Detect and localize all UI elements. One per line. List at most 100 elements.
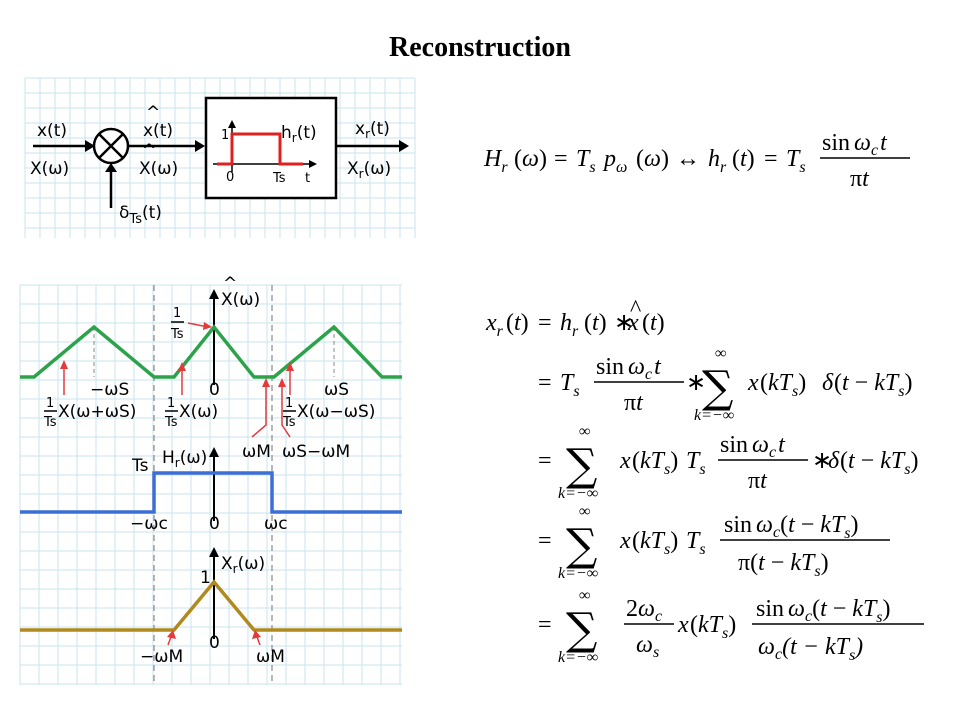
svg-text:∞: ∞ [579, 503, 590, 520]
ann-mid-one: 1 [167, 396, 175, 411]
delta-Ts-label: δTs(t) [119, 203, 162, 227]
svg-text:δ: δ [822, 370, 834, 396]
svg-text:=: = [554, 146, 568, 172]
svg-text:∑: ∑ [566, 440, 597, 491]
ann-mid-arrowhead [178, 362, 186, 371]
svg-text:=: = [538, 528, 552, 554]
svg-text:Ts: Ts [786, 146, 806, 176]
svg-text:=: = [538, 370, 552, 396]
ann-mid-label: X(ω) [179, 402, 218, 422]
xr-y-axis-arrow [209, 547, 219, 557]
svg-text:(kTs): (kTs) [760, 370, 806, 400]
ann-right-Ts: Ts [282, 415, 296, 430]
svg-text:↔: ↔ [676, 146, 700, 172]
svg-text:(t): (t) [642, 310, 665, 336]
output-arrowhead [399, 140, 409, 152]
ws-label: ωS [324, 380, 349, 400]
out-zero-label: 0 [209, 633, 220, 653]
svg-text:x: x [627, 310, 639, 336]
xhat-t-label: x(t) [143, 121, 173, 141]
svg-text:(t): (t) [732, 146, 755, 172]
hr-pulse [217, 132, 303, 166]
block-diagram: 1 0 Ts t hr(t) x(t) X(ω) x(t) ^ X(ω) ^ δ… [24, 77, 416, 238]
ws-wM-label: ωS−ωM [282, 442, 350, 462]
svg-text:xr: xr [485, 310, 504, 340]
svg-text:ωc(t − kTs): ωc(t − kTs) [758, 634, 863, 664]
neg-ws-label: −ωS [90, 380, 129, 400]
svg-text:πt: πt [624, 390, 644, 416]
svg-text:=: = [538, 310, 552, 336]
ann-mid-Ts: Ts [164, 415, 178, 430]
svg-text:(kTs): (kTs) [632, 528, 678, 558]
svg-text:k=−∞: k=−∞ [558, 485, 598, 502]
svg-text:∗: ∗ [812, 448, 832, 474]
svg-text:∗: ∗ [614, 310, 634, 336]
out-neg-wM-arrowhead [167, 630, 176, 639]
xr-t-label: xr(t) [355, 119, 390, 141]
filter-Ts-label: Ts [131, 456, 149, 476]
Xhat-w-label: X(ω) [139, 159, 178, 179]
svg-text:ωs: ωs [636, 632, 659, 661]
svg-text:x: x [619, 528, 631, 554]
hr-y-axis-arrow [209, 447, 219, 457]
svg-text:x: x [747, 370, 759, 396]
ann-left-one: 1 [46, 396, 54, 411]
impulse-arrowhead [105, 163, 117, 172]
peak-Ts-label: Ts [170, 327, 184, 342]
xhat-w-hat: ^ [223, 274, 237, 294]
svg-text:π(t − kTs): π(t − kTs) [738, 550, 829, 580]
svg-text:(t): (t) [584, 310, 607, 336]
svg-text:δ: δ [828, 448, 840, 474]
svg-text:Ts: Ts [686, 448, 706, 478]
svg-text:Ts: Ts [686, 528, 706, 558]
xhat-w-axis-label: X(ω) [221, 290, 260, 310]
svg-text:(kTs): (kTs) [690, 612, 736, 642]
filter-zero-label: 0 [209, 514, 220, 534]
svg-text:Hr: Hr [483, 146, 508, 176]
svg-text:(t − kTs): (t − kTs) [834, 370, 912, 400]
xhat-y-axis-arrow [209, 289, 219, 299]
X-w-label: X(ω) [30, 159, 69, 179]
ann-right-label: X(ω−ωS) [297, 402, 375, 422]
spec-zero-label: 0 [209, 380, 220, 400]
svg-text:k=−∞: k=−∞ [558, 649, 598, 666]
svg-text:=: = [538, 612, 552, 638]
svg-text:Ts: Ts [576, 146, 596, 176]
svg-text:∞: ∞ [715, 345, 726, 362]
svg-text:k=−∞: k=−∞ [694, 407, 734, 424]
peak-arrowhead [203, 322, 212, 330]
svg-text:2ωc: 2ωc [626, 596, 662, 625]
svg-text:∞: ∞ [579, 423, 590, 440]
out-X-label: Xr(ω) [221, 554, 265, 576]
svg-text:∞: ∞ [579, 587, 590, 604]
output-spectrum-line [20, 579, 402, 632]
svg-text:∗: ∗ [686, 370, 706, 396]
svg-text:^: ^ [630, 296, 641, 322]
ann-left-label: X(ω+ωS) [58, 402, 136, 422]
spectrum-grid [19, 284, 402, 685]
svg-text:pω: pω [602, 146, 627, 176]
svg-text:x: x [677, 612, 689, 638]
out-wM-label: ωM [256, 647, 285, 667]
ws-wM-arrowhead [278, 378, 286, 387]
svg-text:x: x [619, 448, 631, 474]
h-t-axis-arrow [309, 160, 317, 168]
svg-text:(t): (t) [506, 310, 529, 336]
svg-text:hr: hr [560, 310, 579, 340]
svg-text:∑: ∑ [566, 520, 597, 571]
svg-text:πt: πt [850, 166, 870, 192]
svg-text:k=−∞: k=−∞ [558, 565, 598, 582]
ann-left-arrowhead [60, 360, 68, 369]
equation-xr-line1: xr (t) = hr (t) ∗ x ^ (t) [485, 296, 665, 340]
h-t-label: t [305, 171, 310, 186]
h-one-label: 1 [221, 128, 229, 143]
